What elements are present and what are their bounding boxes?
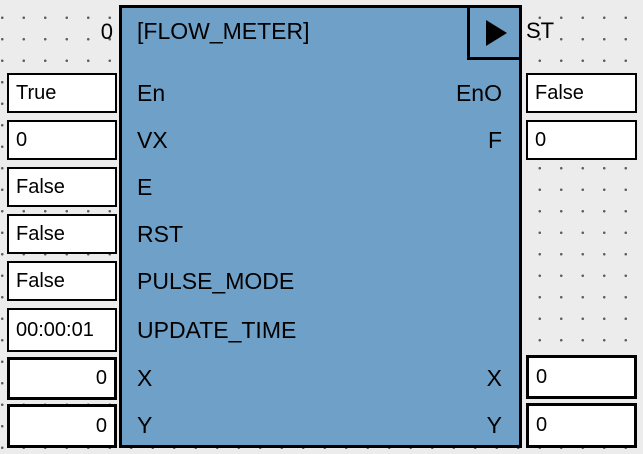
input-value-vx[interactable]: 0 (7, 120, 117, 160)
flow-meter-function-block[interactable]: [FLOW_METER] En VX E RST PULSE_MODE UPDA… (119, 5, 522, 448)
output-value-x[interactable]: 0 (526, 355, 637, 399)
pin-label-f: F (487, 127, 502, 153)
input-value-pulse-mode-text: False (16, 269, 65, 292)
pin-label-en: En (137, 80, 166, 106)
input-value-x[interactable]: 0 (7, 357, 117, 400)
input-value-rst-text: False (16, 222, 65, 245)
pin-label-update-time: UPDATE_TIME (137, 317, 297, 343)
pin-label-y-out: Y (486, 412, 502, 438)
input-value-en-text: True (16, 81, 57, 104)
input-value-pulse-mode[interactable]: False (7, 261, 117, 301)
input-value-x-text: 0 (95, 367, 107, 389)
pin-label-x-in: X (137, 365, 153, 391)
run-mode-button[interactable] (467, 5, 522, 60)
input-value-rst[interactable]: False (7, 214, 117, 254)
input-value-en[interactable]: True (7, 73, 117, 113)
pin-label-e: E (137, 174, 153, 200)
output-value-y[interactable]: 0 (526, 403, 637, 448)
input-value-y[interactable]: 0 (7, 404, 117, 448)
pin-label-vx: VX (137, 127, 168, 153)
input-value-vx-text: 0 (16, 128, 28, 151)
pin-label-rst: RST (137, 221, 183, 247)
block-top-right-label[interactable]: ST (526, 18, 555, 43)
output-value-y-text: 0 (536, 414, 548, 436)
pin-label-x-out: X (486, 365, 502, 391)
pin-label-y-in: Y (137, 412, 153, 438)
block-instance-number: 0 (100, 19, 113, 44)
pin-label-eno: EnO (455, 80, 502, 106)
output-value-eno-text: False (535, 81, 584, 104)
input-value-update-time[interactable]: 00:00:01 (7, 308, 117, 352)
pin-label-pulse-mode: PULSE_MODE (137, 268, 295, 294)
input-value-e-text: False (16, 175, 65, 198)
input-value-y-text: 0 (95, 414, 107, 437)
play-triangle-icon (486, 19, 507, 46)
output-value-f[interactable]: 0 (526, 120, 637, 160)
block-title: [FLOW_METER] (137, 18, 310, 44)
output-value-f-text: 0 (535, 128, 547, 151)
output-value-x-text: 0 (536, 365, 548, 388)
input-value-e[interactable]: False (7, 167, 117, 207)
output-value-eno[interactable]: False (526, 73, 637, 113)
input-value-update-time-text: 00:00:01 (16, 318, 94, 341)
